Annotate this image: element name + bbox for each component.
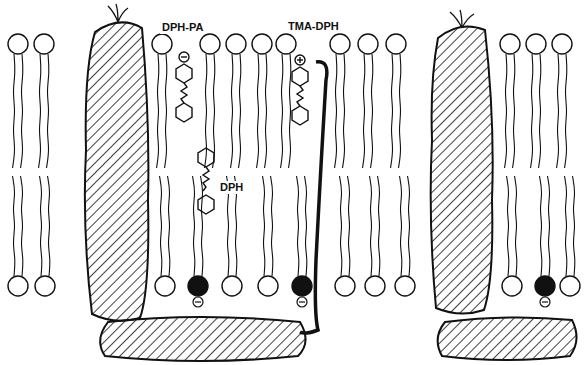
lipid-tail: [348, 176, 350, 276]
lipid-tail: [297, 176, 299, 276]
lipid-tail: [378, 176, 380, 276]
integral-protein: [85, 22, 149, 320]
lipid-tail: [47, 54, 49, 168]
lipid-head: [502, 276, 522, 296]
probe-label: TMA-DPH: [286, 20, 341, 33]
negative-charge: [193, 297, 203, 307]
lipid-tail: [265, 54, 267, 168]
lipid-tail: [281, 54, 283, 168]
lipid-tail: [540, 176, 542, 276]
probe-label: DPH: [218, 181, 245, 194]
lipid-tail: [515, 176, 517, 276]
negative-charge: [540, 297, 550, 307]
tma-dph-probe: [292, 55, 308, 125]
minus-sign: [299, 301, 305, 302]
lipid-tail: [548, 176, 550, 276]
lipid-head: [552, 34, 572, 54]
lipid-tail: [40, 176, 42, 276]
lipid-tail: [391, 54, 393, 168]
lipid-tail: [408, 176, 410, 276]
lipid-tail: [257, 54, 259, 168]
lipid-tail: [193, 176, 195, 276]
lipid-tail: [565, 176, 567, 276]
lipid-tail: [370, 176, 372, 276]
lipid-tail: [21, 54, 23, 168]
minus-sign: [542, 301, 548, 302]
lipid-head: [395, 276, 415, 296]
lipid-head: [500, 34, 520, 54]
lipid-tail: [21, 176, 23, 276]
tma-dph-tail: [300, 62, 327, 333]
glycan: [450, 10, 474, 28]
minus-sign: [195, 301, 201, 302]
integral-protein: [431, 26, 493, 313]
lipid-tail: [507, 176, 509, 276]
lipid-tail: [48, 176, 50, 276]
lipid-tail: [363, 54, 365, 168]
lipid-tail: [305, 176, 307, 276]
lipid-head: [200, 34, 220, 54]
lipid-tail: [205, 54, 207, 168]
charged-lipid-head: [292, 276, 312, 296]
lipid-tail: [335, 54, 337, 168]
glycan: [108, 4, 128, 22]
lipid-tail: [399, 54, 401, 168]
lipid-tail: [573, 176, 575, 276]
charged-lipid-head: [535, 276, 555, 296]
lipid-tail: [557, 54, 559, 168]
lipid-tail: [168, 176, 170, 276]
lipid-tail: [231, 54, 233, 168]
lipid-tail: [165, 54, 167, 168]
lipid-tail: [263, 176, 265, 276]
lipid-tail: [201, 176, 203, 276]
lipid-tail: [39, 54, 41, 168]
lipid-tail: [13, 54, 15, 168]
lipid-head: [226, 34, 246, 54]
lipid-tail: [513, 54, 515, 168]
lipid-head: [34, 34, 54, 54]
lipid-tail: [340, 176, 342, 276]
lipid-head: [258, 276, 278, 296]
lipid-head: [330, 34, 350, 54]
lipid-tail: [157, 54, 159, 168]
lipid-head: [335, 276, 355, 296]
lipid-head: [386, 34, 406, 54]
lipid-tail: [400, 176, 402, 276]
lipid-tail: [213, 54, 215, 168]
lipid-tail: [539, 54, 541, 168]
lipid-tail: [289, 54, 291, 168]
lipid-tail: [160, 176, 162, 276]
lipid-tail: [239, 54, 241, 168]
peripheral-protein: [100, 317, 305, 361]
lipid-head: [8, 276, 28, 296]
lipid-head: [526, 34, 546, 54]
lipid-tail: [13, 176, 15, 276]
negative-charge: [297, 297, 307, 307]
lipid-head: [252, 34, 272, 54]
lipid-head: [35, 276, 55, 296]
lipid-head: [152, 34, 172, 54]
lipid-head: [365, 276, 385, 296]
probe-label: DPH-PA: [160, 21, 205, 34]
peripheral-protein: [438, 317, 577, 360]
lipid-tail: [343, 54, 345, 168]
lipid-head: [276, 34, 296, 54]
lipid-tail: [505, 54, 507, 168]
lipid-head: [560, 276, 580, 296]
lipid-tail: [271, 176, 273, 276]
dph-probe: [198, 148, 214, 214]
dph-pa-probe: [176, 52, 192, 122]
lipid-head: [155, 276, 175, 296]
lipid-tail: [371, 54, 373, 168]
lipid-head: [8, 34, 28, 54]
lipid-tail: [531, 54, 533, 168]
charged-lipid-head: [188, 276, 208, 296]
lipid-head: [222, 276, 242, 296]
lipid-tail: [565, 54, 567, 168]
lipid-head: [358, 34, 378, 54]
